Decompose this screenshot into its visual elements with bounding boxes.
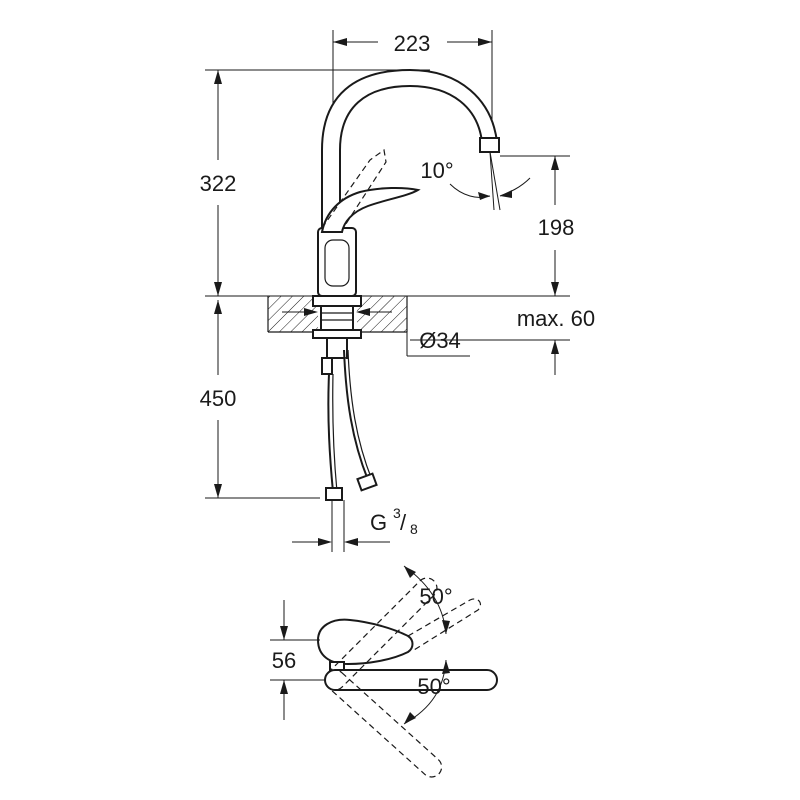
label-thread-numerator: 3 [393, 505, 401, 521]
dim-thread-g38: G 3 / 8 [292, 500, 418, 552]
label-450: 450 [200, 386, 237, 411]
label-198: 198 [538, 215, 575, 240]
label-56: 56 [272, 648, 296, 673]
dim-deck-max60: max. 60 [410, 306, 595, 375]
label-thread-g: G [370, 510, 387, 535]
faucet-body [312, 68, 500, 501]
label-223: 223 [394, 31, 431, 56]
top-view: 50° 50° [316, 565, 498, 778]
label-10-degrees: 10° [420, 158, 453, 183]
dim-lever-56: 56 [270, 600, 325, 720]
dim-spout-198: 198 [500, 155, 575, 296]
dim-hose-450: 450 [200, 300, 320, 499]
dim-height-322: 322 [200, 69, 430, 296]
label-diameter-34: Ø34 [419, 328, 461, 353]
label-thread-slash: / [400, 510, 407, 535]
label-322: 322 [200, 171, 237, 196]
dim-hole-34: Ø34 [282, 308, 470, 357]
angle-10: 10° [420, 151, 531, 211]
label-50-top: 50° [419, 584, 452, 609]
label-thread-denominator: 8 [410, 521, 418, 537]
label-max-60: max. 60 [517, 306, 595, 331]
countertop [205, 295, 570, 333]
dim-width-223: 223 [332, 30, 493, 150]
label-50-bottom: 50° [417, 674, 450, 699]
